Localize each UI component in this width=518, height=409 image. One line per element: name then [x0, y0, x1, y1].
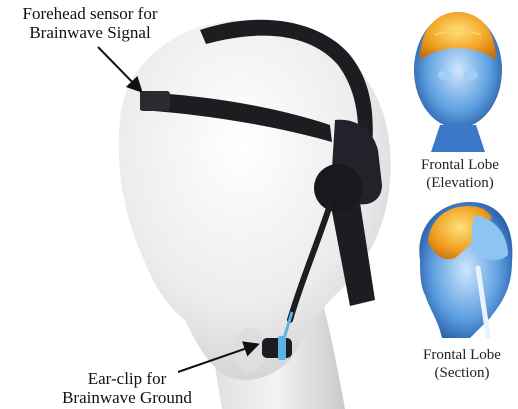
headset-pivot [314, 164, 362, 212]
frontal-elevation-image [400, 5, 515, 155]
ear-clip [262, 338, 292, 358]
ear-clip-label-line2: Brainwave Ground [42, 388, 212, 407]
frontal-elevation-caption: Frontal Lobe (Elevation) [408, 156, 512, 192]
forehead-sensor-label-line1: Forehead sensor for [0, 4, 180, 23]
frontal-elevation-caption-line1: Frontal Lobe [408, 156, 512, 174]
forehead-sensor [140, 91, 170, 111]
ear-clip-label-line1: Ear-clip for [42, 369, 212, 388]
ear-clip-tip [278, 336, 286, 360]
forehead-sensor-label-line2: Brainwave Signal [0, 23, 180, 42]
frontal-elevation-caption-line2: (Elevation) [408, 174, 512, 192]
forehead-sensor-label: Forehead sensor for Brainwave Signal [0, 4, 180, 42]
frontal-section-caption-line2: (Section) [410, 364, 514, 382]
frontal-section-image [400, 198, 515, 338]
ear-clip-label: Ear-clip for Brainwave Ground [42, 369, 212, 407]
forehead-arrow [98, 47, 140, 90]
frontal-section-caption-line1: Frontal Lobe [410, 346, 514, 364]
frontal-section-caption: Frontal Lobe (Section) [410, 346, 514, 382]
